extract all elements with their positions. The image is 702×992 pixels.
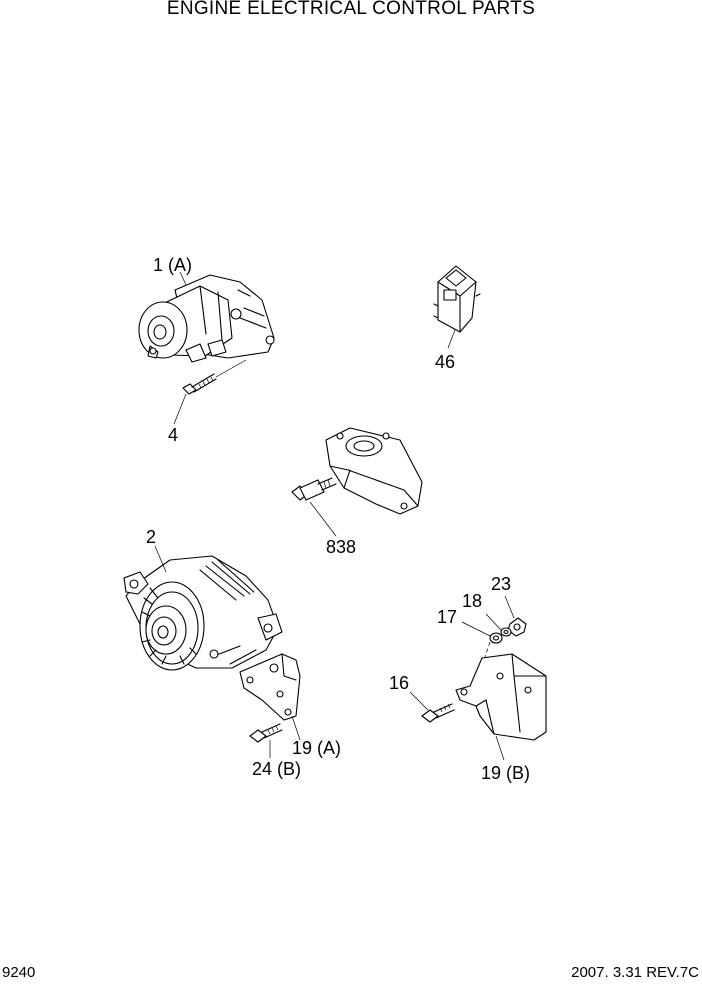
part-label-bracket-bolt: 16 <box>389 673 409 693</box>
part-label-spring-washer: 18 <box>462 591 482 611</box>
page-number: 9240 <box>2 964 36 981</box>
part-label-washer: 17 <box>437 607 457 627</box>
leader-line <box>291 715 301 741</box>
leader-line <box>461 621 491 637</box>
starter-motor-icon <box>138 274 275 363</box>
leader-line <box>309 501 337 537</box>
page-title: ENGINE ELECTRICAL CONTROL PARTS <box>166 0 536 19</box>
part-label-sensor: 838 <box>326 537 356 557</box>
alternator-icon <box>123 555 283 671</box>
bracket-b-icon <box>455 653 547 741</box>
leader-line <box>504 595 515 619</box>
part-label-bolt-4: 4 <box>168 425 178 445</box>
leader-line <box>447 329 456 349</box>
part-label-bracket-b: 19 (B) <box>481 763 530 783</box>
bracket-a-icon <box>239 653 301 721</box>
leader-line <box>173 393 187 425</box>
bolt-icon <box>182 359 247 395</box>
leader-line <box>179 271 187 286</box>
part-label-alternator: 2 <box>146 527 156 547</box>
sensor-housing-icon <box>325 427 423 515</box>
part-label-bolt-b: 24 (B) <box>252 759 301 779</box>
part-label-relay: 46 <box>435 352 455 372</box>
leader-line <box>154 545 167 573</box>
bolt-b-icon <box>249 723 283 743</box>
part-label-bracket-a: 19 (A) <box>292 738 341 758</box>
assembly-line <box>483 641 491 661</box>
bracket-bolt-icon <box>421 703 455 723</box>
part-label-starter: 1 (A) <box>153 255 192 275</box>
leader-line <box>495 735 505 761</box>
part-label-nut: 23 <box>491 574 511 594</box>
leader-line <box>409 691 429 711</box>
leader-line <box>485 613 502 631</box>
spring-washer-icon <box>500 627 512 637</box>
sensor-icon <box>291 477 337 501</box>
relay-icon <box>433 265 481 333</box>
washer-icon <box>489 632 503 644</box>
revision-info: 2007. 3.31 REV.7C <box>571 964 699 981</box>
